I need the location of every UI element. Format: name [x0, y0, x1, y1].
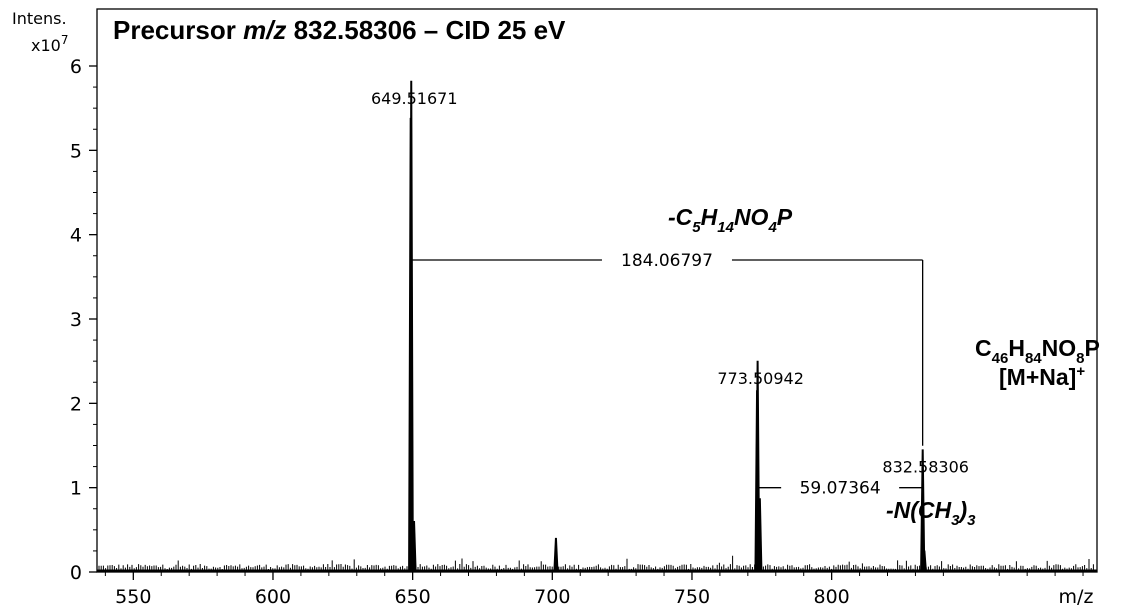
- x-tick-label: 750: [674, 586, 710, 608]
- precursor-ion: [M+Na]+: [999, 363, 1085, 390]
- x-tick-label: 700: [534, 586, 570, 608]
- y-tick-label: 2: [70, 393, 82, 415]
- y-tick-label: 1: [70, 478, 82, 500]
- neutral-loss-label-2: -N(CH3)3: [886, 497, 976, 529]
- peak-label: 649.51671: [371, 89, 458, 108]
- x-tick-label: 600: [255, 586, 291, 608]
- loss-value-label: 184.06797: [621, 251, 713, 271]
- precursor-formula: C46H84NO8P: [975, 335, 1100, 367]
- x-tick-label: 800: [814, 586, 850, 608]
- chart-title: Precursor m/z 832.58306 – CID 25 eV: [113, 15, 566, 45]
- neutral-loss-annotations: 184.06797 59.07364: [411, 251, 924, 499]
- y-tick-label: 3: [70, 309, 82, 331]
- peak-label: 773.50942: [717, 369, 804, 388]
- x-tick-label: 550: [115, 586, 151, 608]
- x-tick-label: 650: [395, 586, 431, 608]
- neutral-loss-label-1: -C5H14NO4P: [668, 204, 793, 236]
- y-unit-label: Intens.: [12, 9, 67, 28]
- baseline-noise: [97, 555, 1097, 572]
- x-axis-label: m/z: [1059, 586, 1094, 608]
- y-tick-label: 0: [70, 562, 82, 584]
- peak-label: 832.58306: [882, 458, 969, 477]
- noise-path: [98, 555, 1094, 571]
- spectrum-peak: [553, 537, 559, 573]
- y-tick-label: 5: [70, 140, 82, 162]
- y-unit-exponent: x107: [31, 33, 68, 55]
- y-tick-label: 4: [70, 225, 82, 247]
- axes: 0 1 2 3 4 5 6 550 600 650 700 750 800 m/z: [70, 8, 1098, 608]
- y-tick-label: 6: [70, 56, 82, 78]
- loss-value-label: 59.07364: [800, 479, 881, 499]
- plot-frame: [96, 8, 1098, 573]
